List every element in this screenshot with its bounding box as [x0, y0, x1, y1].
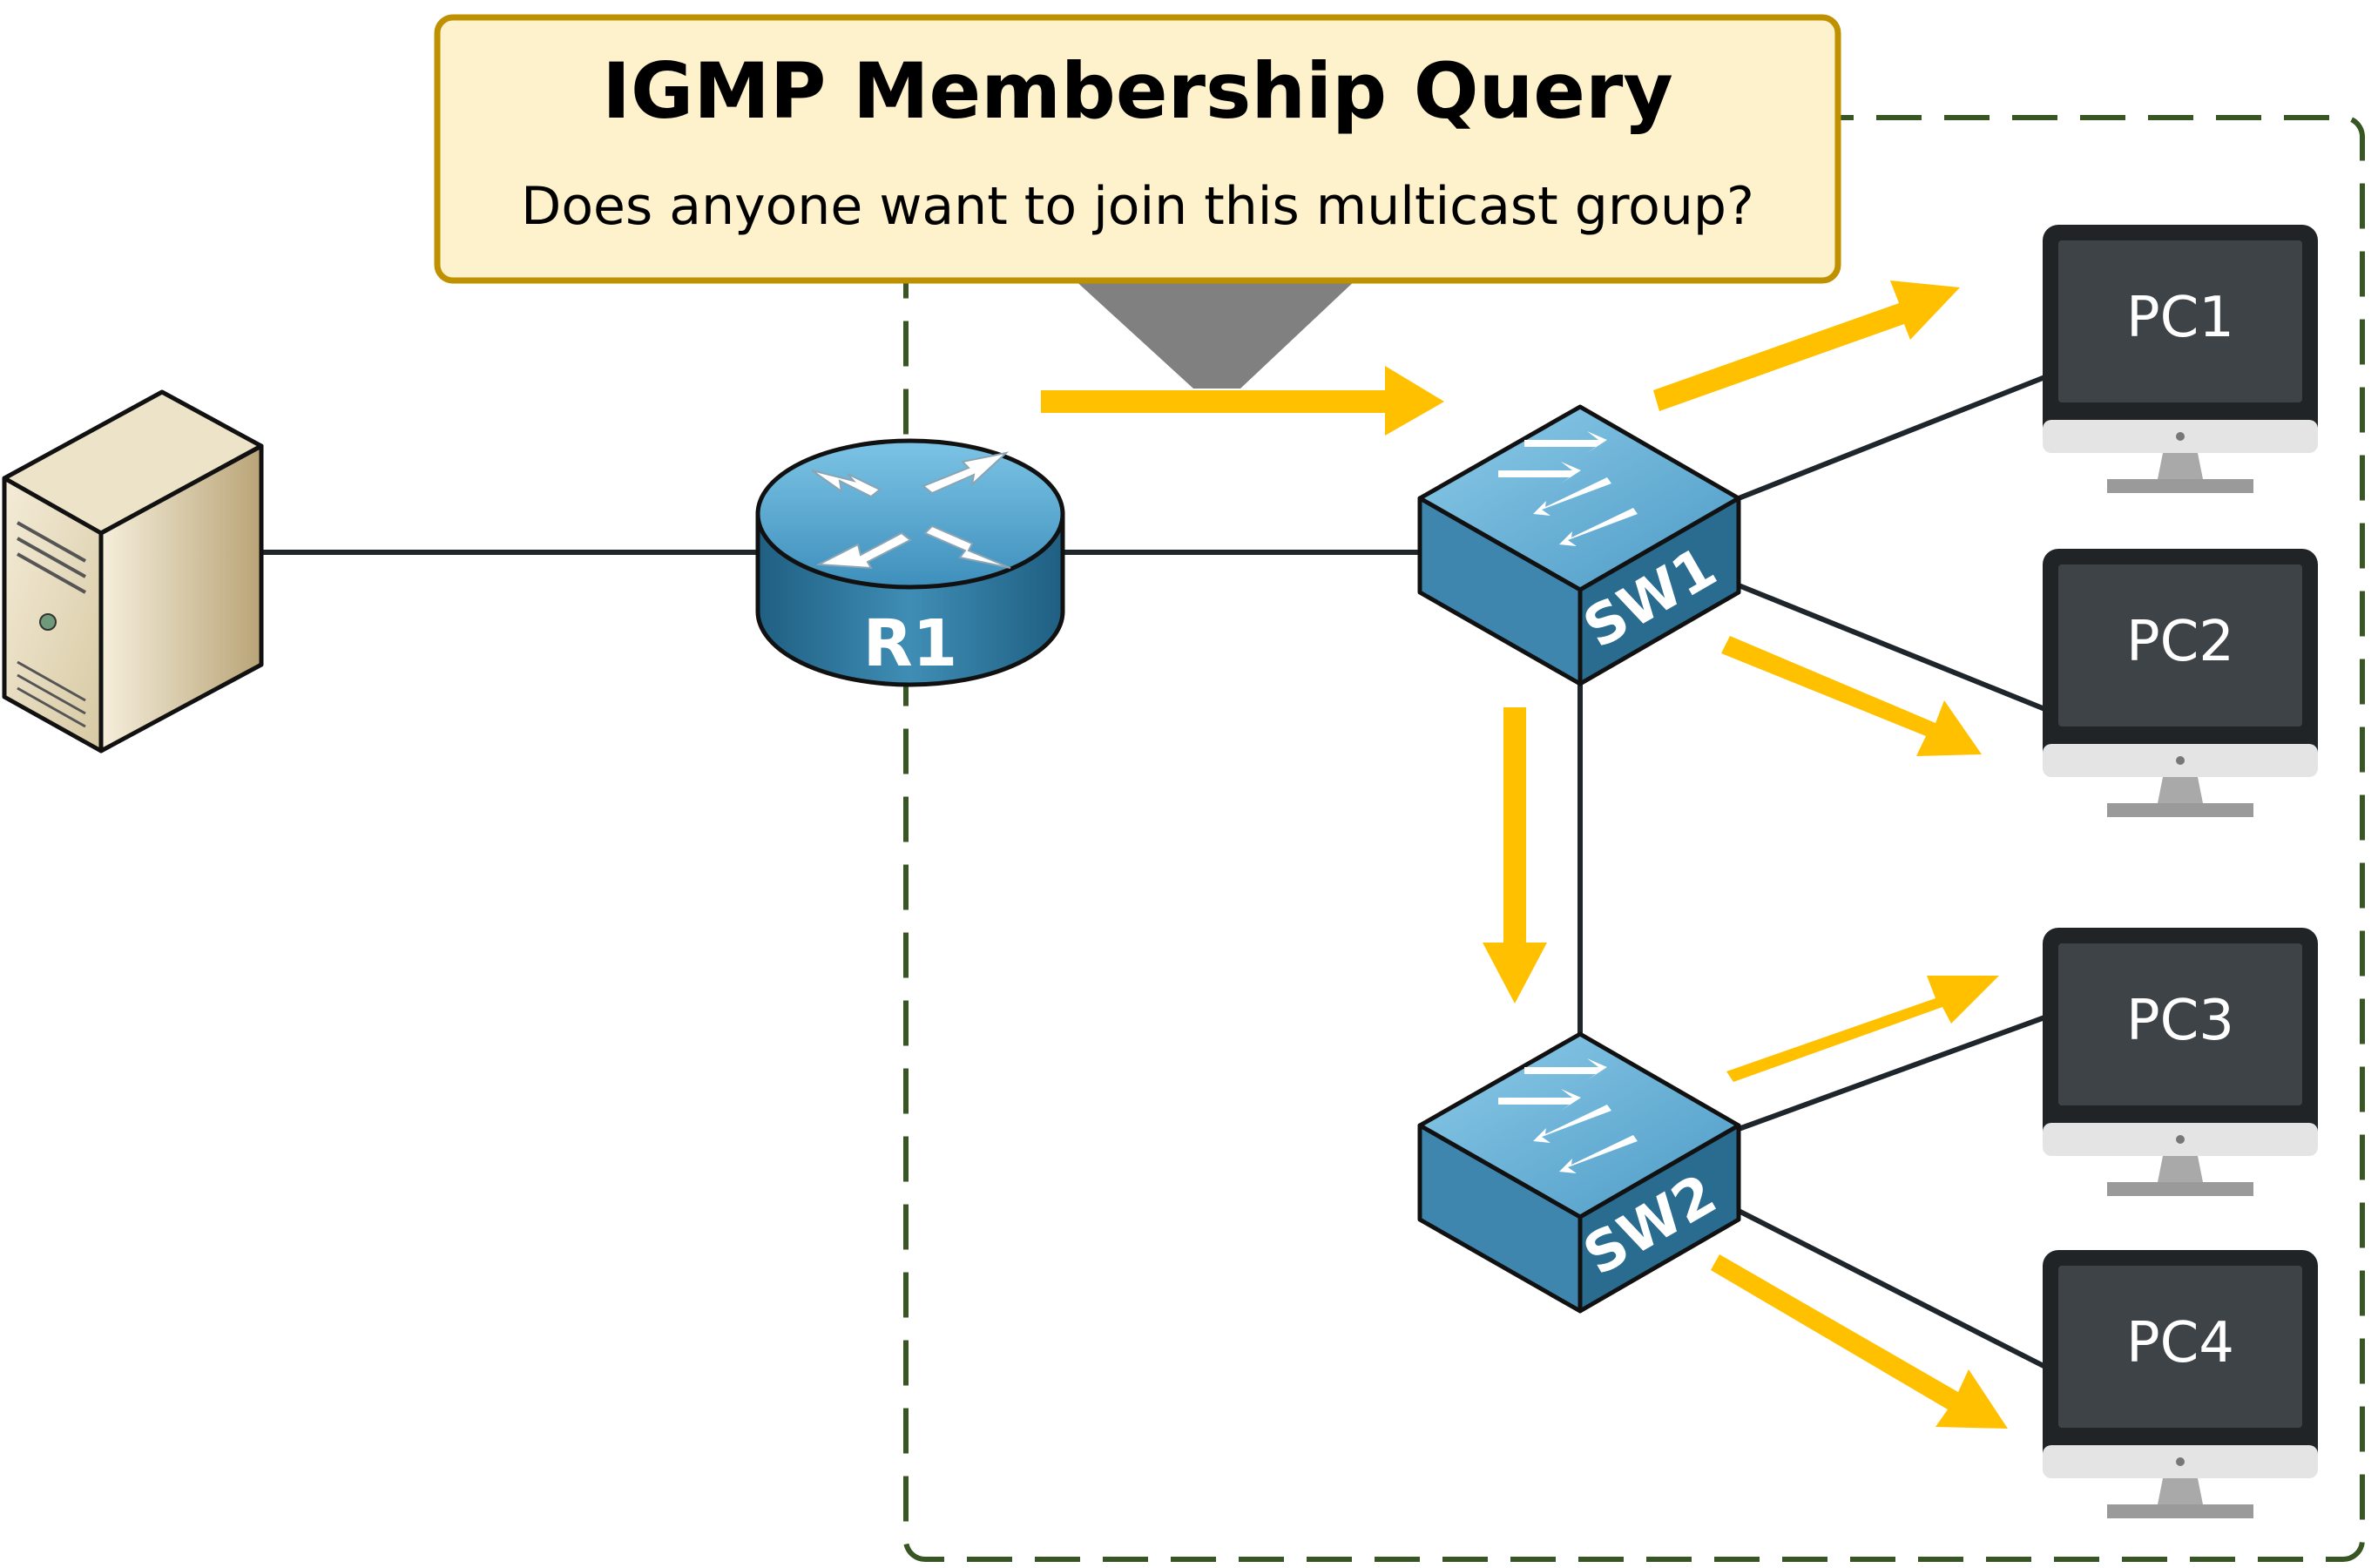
link-sw2-pc3 — [1737, 1014, 2049, 1132]
switch-sw1: SW1 — [1417, 404, 1741, 686]
arrow-sw2-to-pc4 — [1711, 1254, 2008, 1429]
server-icon — [2, 389, 264, 754]
link-sw1-pc2 — [1737, 583, 2049, 713]
pc2: PC2 — [2043, 549, 2318, 817]
pc-label: PC3 — [2126, 989, 2234, 1053]
callout-box — [434, 14, 1841, 284]
arrow-sw1-to-sw2 — [1483, 707, 1547, 1004]
switch-sw2: SW2 — [1417, 1031, 1741, 1314]
router-label: R1 — [863, 606, 957, 681]
pc3: PC3 — [2043, 928, 2318, 1196]
router-r1: R1 — [755, 438, 1065, 687]
pc-label: PC2 — [2126, 610, 2234, 674]
server-power-led — [39, 613, 57, 631]
link-sw1-pc1 — [1737, 374, 2049, 501]
arrow-sw1-to-pc1 — [1653, 280, 1960, 411]
router-arrows-icon — [811, 451, 1011, 570]
pc-label: PC1 — [2126, 286, 2234, 350]
arrow-sw2-to-pc3 — [1726, 976, 1999, 1082]
callout-title: IGMP Membership Query — [602, 46, 1672, 136]
pc-label: PC4 — [2126, 1311, 2234, 1375]
callout: IGMP Membership Query Does anyone want t… — [434, 14, 1841, 389]
arrow-sw1-to-pc2 — [1721, 636, 1982, 756]
link-sw2-pc4 — [1737, 1208, 2049, 1370]
callout-subtitle: Does anyone want to join this multicast … — [521, 176, 1754, 237]
pc4: PC4 — [2043, 1250, 2318, 1518]
pc1: PC1 — [2043, 225, 2318, 493]
query-arrows — [1041, 280, 2008, 1429]
switch-arrows-icon — [1498, 1058, 1638, 1173]
arrow-r1-to-sw1 — [1041, 366, 1444, 436]
switch-arrows-icon — [1498, 431, 1638, 546]
links — [261, 374, 2049, 1370]
callout-pointer — [1071, 277, 1359, 389]
